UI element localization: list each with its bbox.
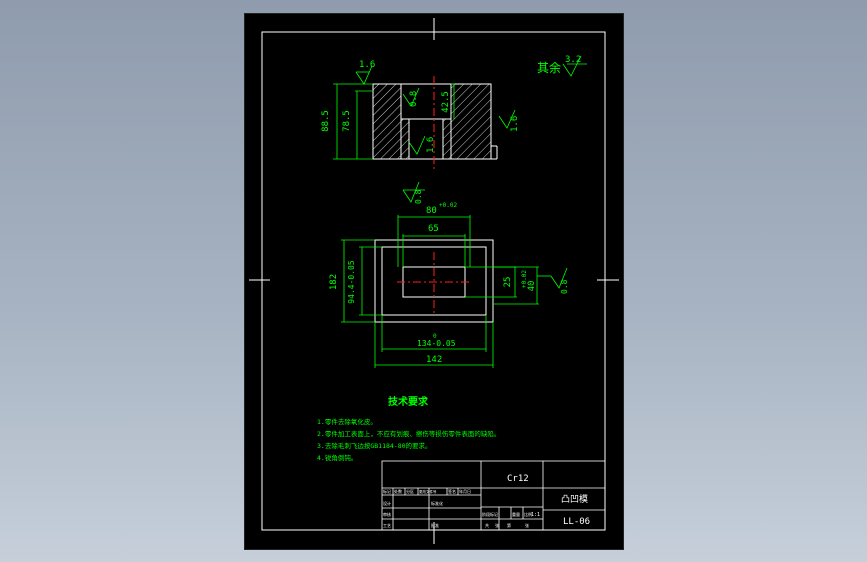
dim-plan-height-inner: 94.4-0.05 bbox=[347, 260, 356, 304]
dim-right-tol: +0.02 bbox=[521, 270, 528, 288]
drawing-number: LL-06 bbox=[563, 517, 590, 527]
svg-text:重量: 重量 bbox=[512, 511, 520, 517]
title-block bbox=[381, 460, 606, 531]
roughness-symbol-top-left: 1.6 bbox=[355, 60, 375, 85]
svg-text:0.8: 0.8 bbox=[560, 279, 569, 294]
dim-top-width: 80 bbox=[426, 206, 437, 216]
svg-text:阶段标记: 阶段标记 bbox=[482, 511, 498, 517]
notes-title: 技术要求 bbox=[388, 395, 429, 408]
svg-text:签名: 签名 bbox=[448, 488, 456, 494]
note-item-4: 4.锐角倒钝。 bbox=[317, 453, 357, 462]
section-step-left bbox=[400, 118, 410, 160]
plan-inner-outline bbox=[381, 246, 487, 316]
dim-bottom-tol: 0 bbox=[433, 333, 437, 340]
svg-text:工艺: 工艺 bbox=[383, 523, 391, 528]
roughness-symbol-right: 1.6 bbox=[498, 109, 520, 132]
svg-text:审核: 审核 bbox=[383, 511, 391, 517]
dim-plan-height-total: 182 bbox=[329, 274, 339, 290]
svg-text:其余: 其余 bbox=[537, 60, 561, 75]
svg-text:0.8: 0.8 bbox=[409, 91, 419, 107]
svg-text:共: 共 bbox=[485, 522, 489, 528]
dim-step-height: 42.5 bbox=[441, 91, 451, 113]
svg-text:3.2: 3.2 bbox=[565, 55, 581, 65]
dim-slot-height: 25 bbox=[503, 277, 513, 288]
part-name: 凸凹模 bbox=[561, 494, 588, 505]
svg-text:第: 第 bbox=[507, 522, 511, 528]
svg-text:更改文件号: 更改文件号 bbox=[419, 489, 437, 494]
svg-text:1.6: 1.6 bbox=[510, 116, 520, 132]
plan-view: 80 +0.02 65 0.8 182 94.4-0.05 25 40 +0.0… bbox=[329, 181, 569, 368]
plan-outer-outline bbox=[374, 239, 494, 323]
note-item-2: 2.零件加工表面上，不应有划痕、擦伤等损伤零件表面的缺陷。 bbox=[317, 429, 500, 438]
svg-text:张: 张 bbox=[525, 522, 529, 528]
svg-text:1.6: 1.6 bbox=[426, 137, 436, 153]
dim-right: 40 bbox=[527, 281, 537, 292]
svg-text:设计: 设计 bbox=[383, 500, 391, 506]
svg-text:批准: 批准 bbox=[431, 522, 439, 528]
section-step-right bbox=[442, 118, 452, 160]
dim-inner-width: 65 bbox=[428, 224, 439, 234]
roughness-symbol-bottom: 1.6 bbox=[408, 135, 436, 155]
section-left-wall bbox=[372, 83, 402, 160]
dim-bottom-inner: 134-0.05 bbox=[417, 339, 456, 348]
note-item-3: 3.去除毛刺飞边按GB1184-80的要求。 bbox=[317, 441, 432, 450]
dim-inner-height: 78.5 bbox=[342, 110, 352, 132]
svg-text:1.6: 1.6 bbox=[359, 60, 375, 70]
svg-text:0.8: 0.8 bbox=[414, 189, 423, 204]
dim-bottom-total: 142 bbox=[426, 355, 442, 365]
dim-top-tol: +0.02 bbox=[439, 202, 457, 209]
svg-text:年月日: 年月日 bbox=[459, 488, 471, 494]
svg-text:标记: 标记 bbox=[383, 488, 391, 494]
drawing-sheet: 88.5 78.5 42.5 1.6 0.8 1.6 1.6 其余 3.2 bbox=[244, 13, 624, 550]
roughness-symbol-inner: 0.8 bbox=[402, 87, 420, 107]
svg-text:分区: 分区 bbox=[406, 488, 414, 494]
section-right-wall bbox=[450, 83, 492, 160]
roughness-plan-right: 0.8 bbox=[537, 267, 569, 294]
dim-overall-height: 88.5 bbox=[321, 110, 331, 132]
material-label: Cr12 bbox=[507, 474, 529, 484]
svg-text:标准化: 标准化 bbox=[431, 500, 443, 506]
roughness-plan-top: 0.8 bbox=[402, 181, 425, 204]
title-block-text: Cr12 凸凹模 LL-06 1:1 标记 处数 分区 更改文件号 签名 年月日… bbox=[383, 474, 590, 528]
svg-text:比例: 比例 bbox=[524, 511, 532, 517]
scale-value: 1:1 bbox=[531, 512, 540, 518]
roughness-other: 其余 3.2 bbox=[537, 55, 587, 77]
svg-text:张: 张 bbox=[495, 522, 499, 528]
cad-drawing: 88.5 78.5 42.5 1.6 0.8 1.6 1.6 其余 3.2 bbox=[249, 18, 619, 544]
svg-text:处数: 处数 bbox=[394, 488, 402, 494]
note-item-1: 1.零件去除氧化皮。 bbox=[317, 417, 377, 426]
technical-notes: 技术要求 1.零件去除氧化皮。 2.零件加工表面上，不应有划痕、擦伤等损伤零件表… bbox=[317, 395, 500, 462]
section-view: 88.5 78.5 42.5 1.6 0.8 1.6 1.6 其余 3.2 bbox=[321, 55, 587, 172]
